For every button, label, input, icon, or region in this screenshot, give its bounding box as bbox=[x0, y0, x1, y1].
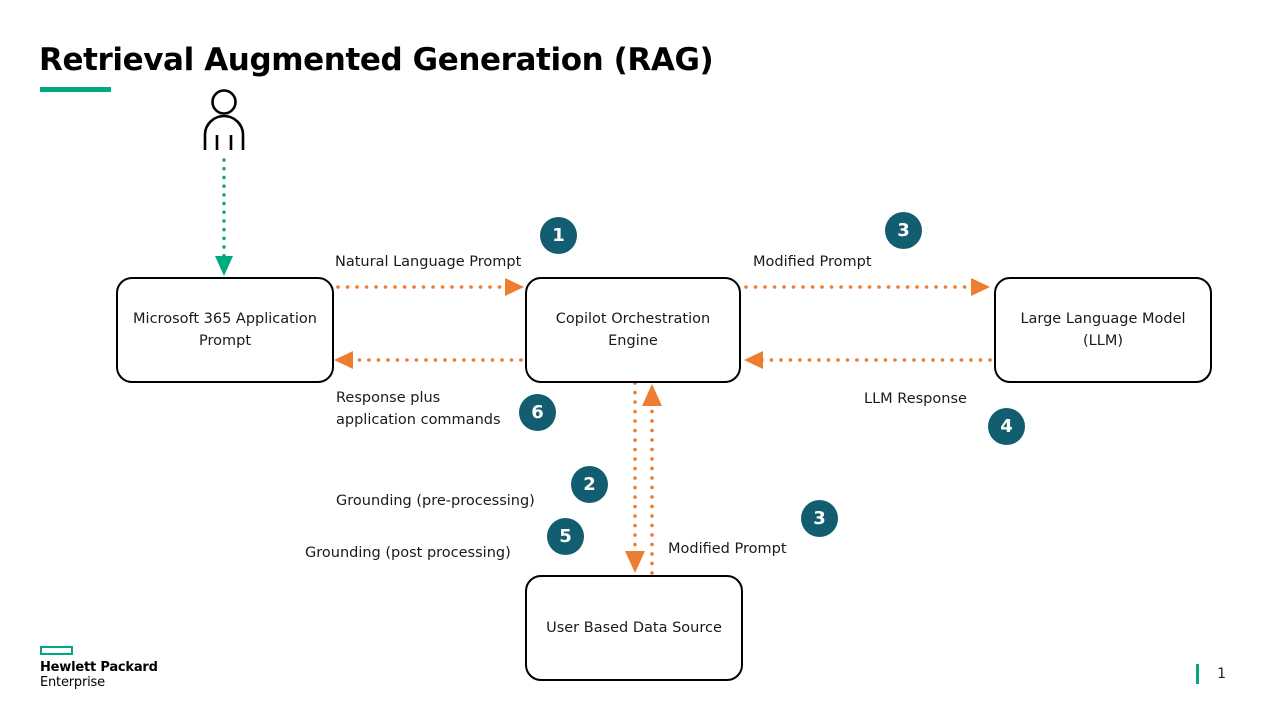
title-accent-bar bbox=[40, 87, 111, 92]
arrow-user-to-m365 bbox=[215, 158, 233, 276]
label-grounding-post-processing: Grounding (post processing) bbox=[305, 545, 511, 561]
hpe-logo: Hewlett Packard Enterprise bbox=[40, 646, 158, 690]
page-number-group: 1 bbox=[1196, 664, 1226, 684]
arrow-copilot-to-datasource bbox=[625, 381, 645, 573]
step-badge-5: 5 bbox=[547, 518, 584, 555]
step-badge-3-top: 3 bbox=[885, 212, 922, 249]
arrow-m365-to-copilot bbox=[336, 278, 524, 296]
person-icon bbox=[198, 89, 250, 151]
flow-box-label: Copilot Orchestration Engine bbox=[555, 310, 711, 349]
label-modified-prompt-bottom: Modified Prompt bbox=[668, 541, 787, 557]
flow-box-microsoft-365-application-prompt[interactable]: Microsoft 365 Application Prompt bbox=[116, 277, 334, 383]
step-badge-6: 6 bbox=[519, 394, 556, 431]
arrow-copilot-to-llm bbox=[744, 278, 990, 296]
flow-box-label: Large Language Model (LLM) bbox=[1020, 310, 1186, 349]
step-badge-4: 4 bbox=[988, 408, 1025, 445]
arrow-llm-to-copilot bbox=[744, 351, 992, 369]
flow-box-copilot-orchestration-engine[interactable]: Copilot Orchestration Engine bbox=[525, 277, 741, 383]
page-title: Retrieval Augmented Generation (RAG) bbox=[39, 42, 714, 78]
step-badge-2: 2 bbox=[571, 466, 608, 503]
arrow-datasource-to-copilot bbox=[642, 384, 662, 575]
arrow-copilot-to-m365 bbox=[334, 351, 523, 369]
flow-box-label: User Based Data Source bbox=[546, 619, 722, 636]
hpe-logo-line1: Hewlett Packard bbox=[40, 660, 158, 675]
label-modified-prompt-top: Modified Prompt bbox=[753, 254, 872, 270]
hpe-logo-line2: Enterprise bbox=[40, 674, 105, 690]
label-grounding-pre-processing: Grounding (pre-processing) bbox=[336, 493, 535, 509]
label-natural-language-prompt: Natural Language Prompt bbox=[335, 254, 522, 270]
flow-box-label: Microsoft 365 Application Prompt bbox=[133, 310, 317, 349]
hpe-logo-mark bbox=[40, 646, 73, 655]
label-response-plus-application-commands: Response plus application commands bbox=[336, 390, 501, 429]
step-badge-3-bottom: 3 bbox=[801, 500, 838, 537]
step-badge-1: 1 bbox=[540, 217, 577, 254]
page-number-accent-bar bbox=[1196, 664, 1200, 684]
page-number: 1 bbox=[1217, 666, 1226, 682]
flow-box-large-language-model[interactable]: Large Language Model (LLM) bbox=[994, 277, 1212, 383]
label-llm-response: LLM Response bbox=[864, 391, 967, 407]
flow-box-user-based-data-source[interactable]: User Based Data Source bbox=[525, 575, 743, 681]
